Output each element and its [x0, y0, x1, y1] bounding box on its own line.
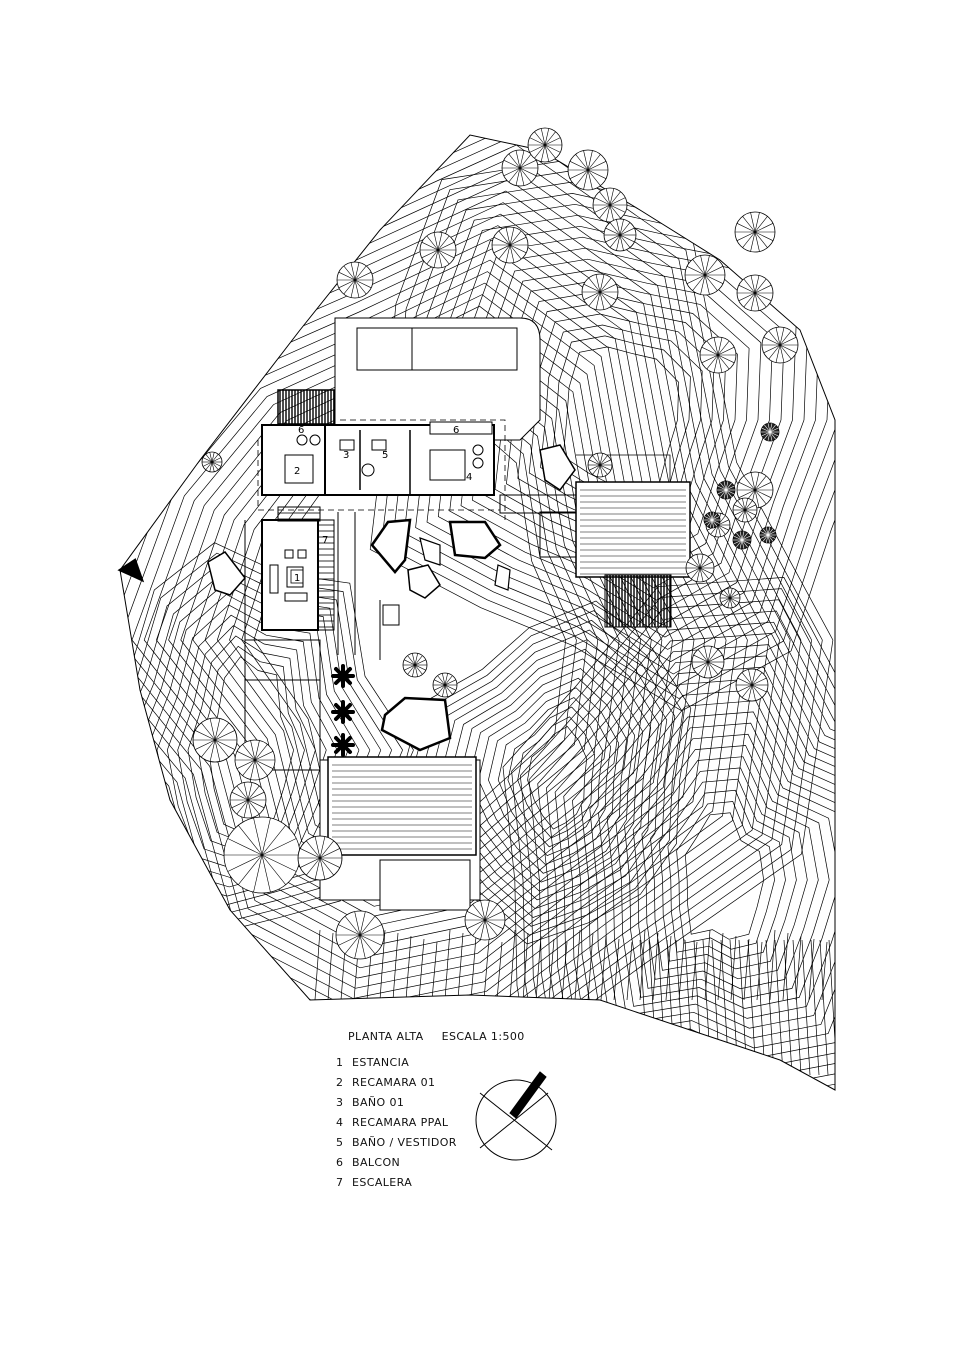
pool [356, 327, 518, 371]
tree [761, 326, 799, 364]
room-label-4: 4 [466, 472, 472, 483]
palm-trees [331, 664, 355, 757]
tree [734, 211, 776, 253]
tree [581, 273, 619, 311]
tree [603, 218, 637, 252]
room-label-6a: 6 [298, 425, 304, 436]
trees [192, 127, 799, 960]
tree [736, 274, 774, 312]
room-labels: 2 3 4 5 6 6 7 1 [290, 425, 472, 584]
terrain-outline [119, 134, 836, 1091]
room-label-2: 2 [294, 466, 300, 477]
room-label-5: 5 [382, 450, 388, 461]
tree [691, 645, 725, 679]
north-label: N [538, 1074, 543, 1082]
tree [735, 668, 769, 702]
tree [527, 127, 563, 163]
legend-title-row: PLANTA ALTA ESCALA 1:500 [348, 1030, 525, 1043]
lower-pavilion [327, 756, 477, 856]
tree [464, 899, 506, 941]
plan-title: PLANTA ALTA [348, 1030, 424, 1043]
tree [703, 511, 721, 529]
tree [587, 452, 613, 478]
room-label-3: 3 [343, 450, 349, 461]
house-plan [257, 389, 506, 520]
tree [192, 717, 238, 763]
tree [592, 187, 628, 223]
tree [336, 261, 374, 299]
tree [223, 816, 301, 894]
tree [432, 672, 458, 698]
tree [297, 835, 343, 881]
tree [685, 553, 715, 583]
north-arrow: N [475, 1071, 557, 1161]
tree [491, 226, 529, 264]
room-label-7: 7 [322, 535, 328, 546]
tree [719, 587, 741, 609]
tree [402, 652, 428, 678]
tree [760, 422, 780, 442]
tree [716, 480, 736, 500]
rocks [117, 444, 576, 752]
contour-lines [120, 135, 835, 1090]
plan-scale: ESCALA 1:500 [441, 1030, 525, 1043]
tree [699, 336, 737, 374]
tree [229, 781, 267, 819]
tree [759, 526, 777, 544]
tree [201, 451, 223, 473]
room-label-1: 1 [294, 573, 300, 584]
living-room [244, 506, 400, 681]
tree [684, 254, 726, 296]
tree [234, 739, 276, 781]
tree [419, 231, 457, 269]
tree [732, 497, 758, 523]
room-label-6b: 6 [453, 425, 459, 436]
tree [732, 530, 752, 550]
tree [501, 149, 539, 187]
tree [567, 149, 609, 191]
tree [335, 910, 385, 960]
right-pavilion [499, 454, 691, 628]
